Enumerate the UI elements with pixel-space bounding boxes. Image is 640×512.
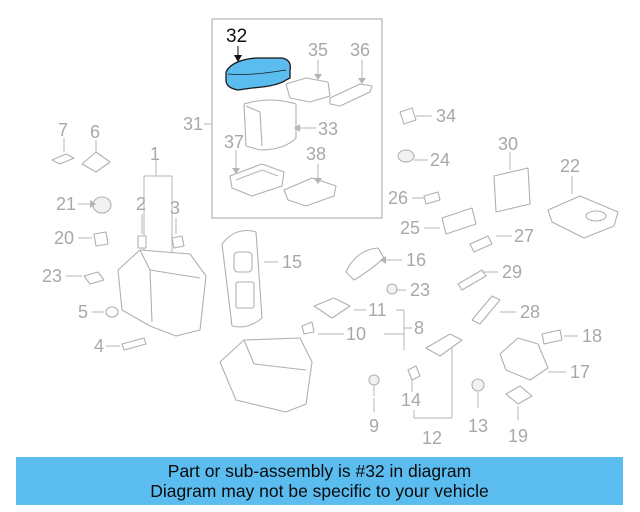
part-33-lid-base xyxy=(243,99,297,151)
parts-diagram: 32 35 36 33 31 37 38 7 6 21 xyxy=(42,18,619,448)
part-35-tray xyxy=(285,77,331,103)
callout-7[interactable]: 7 xyxy=(58,120,68,140)
callout-5[interactable]: 5 xyxy=(78,302,88,322)
callout-23b[interactable]: 23 xyxy=(410,280,430,300)
callout-14[interactable]: 14 xyxy=(401,390,421,410)
subassembly-frame xyxy=(211,18,383,219)
part-13-bolt xyxy=(471,378,485,392)
callout-28[interactable]: 28 xyxy=(520,302,540,322)
part-6-pad xyxy=(81,151,111,173)
part-38-mat xyxy=(283,177,337,207)
banner-line-1: Part or sub-assembly is #32 in diagram xyxy=(167,461,472,481)
part-23-bolt-right xyxy=(386,283,398,295)
part-15-panel xyxy=(221,229,263,328)
part-17-cupholder xyxy=(499,337,549,381)
callout-22[interactable]: 22 xyxy=(560,156,580,176)
part-10-pad xyxy=(301,321,315,335)
part-34-bolt xyxy=(399,107,417,125)
callout-23a[interactable]: 23 xyxy=(42,266,62,286)
part-2-screw xyxy=(137,235,147,249)
callout-33[interactable]: 33 xyxy=(318,119,338,139)
part-27-bracket xyxy=(469,235,493,253)
part-28-plate xyxy=(471,295,501,325)
part-30-module xyxy=(493,167,531,213)
callout-35[interactable]: 35 xyxy=(308,40,328,60)
banner-line-2: Diagram may not be specific to your vehi… xyxy=(150,481,489,501)
part-36-bracket xyxy=(329,83,373,107)
callout-25[interactable]: 25 xyxy=(400,218,420,238)
part-9-fastener xyxy=(368,374,380,396)
callout-31[interactable]: 31 xyxy=(183,114,203,134)
callout-17[interactable]: 17 xyxy=(570,362,590,382)
callout-32[interactable]: 32 xyxy=(226,26,247,47)
part-32-armrest-lid[interactable] xyxy=(225,57,291,91)
callout-38[interactable]: 38 xyxy=(306,144,326,164)
part-5-washer xyxy=(105,306,119,318)
callout-26[interactable]: 26 xyxy=(388,188,408,208)
callout-36[interactable]: 36 xyxy=(350,40,370,60)
callout-6[interactable]: 6 xyxy=(90,122,100,142)
callout-3[interactable]: 3 xyxy=(170,198,180,218)
callout-1[interactable]: 1 xyxy=(150,144,160,164)
part-23-bolt-left xyxy=(83,271,105,285)
callout-34[interactable]: 34 xyxy=(436,106,456,126)
callout-29[interactable]: 29 xyxy=(502,262,522,282)
part-26-screw xyxy=(423,191,441,205)
info-banner: Part or sub-assembly is #32 in diagram D… xyxy=(16,457,623,505)
part-1-console-body xyxy=(117,249,207,337)
callout-27[interactable]: 27 xyxy=(514,226,534,246)
callout-20[interactable]: 20 xyxy=(54,228,74,248)
part-24-grommet xyxy=(397,149,415,163)
part-25-switch xyxy=(441,207,477,235)
callout-8[interactable]: 8 xyxy=(414,318,424,338)
callout-21[interactable]: 21 xyxy=(56,194,76,214)
callout-19[interactable]: 19 xyxy=(508,426,528,446)
callout-37[interactable]: 37 xyxy=(224,132,244,152)
part-console-housing xyxy=(219,337,313,413)
callout-18[interactable]: 18 xyxy=(582,326,602,346)
part-22-bezel xyxy=(547,195,619,239)
callout-30[interactable]: 30 xyxy=(498,134,518,154)
callout-12[interactable]: 12 xyxy=(422,428,442,448)
callout-11[interactable]: 11 xyxy=(368,300,387,320)
callout-9[interactable]: 9 xyxy=(369,416,379,436)
part-20-clip xyxy=(93,231,109,247)
callout-10[interactable]: 10 xyxy=(346,324,366,344)
callout-16[interactable]: 16 xyxy=(406,250,426,270)
callout-4[interactable]: 4 xyxy=(94,336,104,356)
part-3-clip xyxy=(171,235,185,249)
part-37-liner xyxy=(229,163,285,197)
callout-2[interactable]: 2 xyxy=(136,194,146,214)
part-18-bolt xyxy=(541,329,563,345)
part-29-trim xyxy=(457,269,487,291)
callout-24[interactable]: 24 xyxy=(430,150,450,170)
callout-15[interactable]: 15 xyxy=(282,252,302,272)
part-7-clip xyxy=(51,153,75,165)
part-19-clip xyxy=(505,385,533,405)
part-16-handle xyxy=(345,247,385,281)
part-4-screw xyxy=(121,337,147,351)
callout-13[interactable]: 13 xyxy=(468,416,488,436)
part-14-clip xyxy=(407,365,421,381)
part-11-insert xyxy=(313,297,351,319)
part-bracket xyxy=(425,333,463,357)
part-21-cap xyxy=(92,196,112,214)
